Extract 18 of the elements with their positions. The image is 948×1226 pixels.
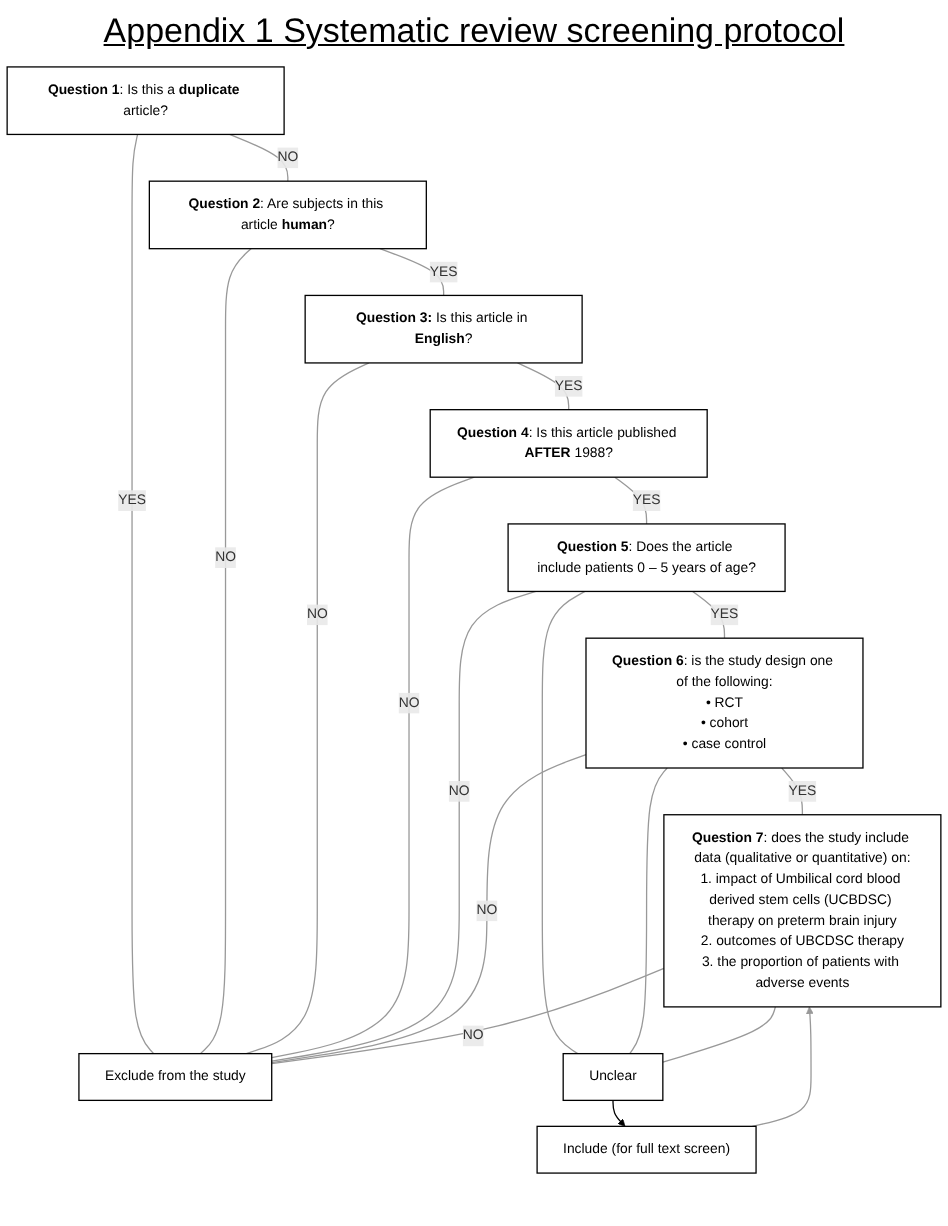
diagram-title: Appendix 1 Systematic review screening protocol [101,12,847,52]
connector [614,476,648,525]
connector [271,476,475,1059]
connector [245,362,370,1055]
connector [271,590,537,1062]
connector [271,967,665,1065]
arrow [612,1099,626,1127]
connector [131,133,155,1055]
connector [629,767,668,1055]
connector [662,1006,776,1063]
connector [379,248,445,297]
arrow [751,1006,814,1127]
connector [541,590,586,1055]
connector [691,590,726,639]
connector [229,133,289,182]
connector [271,753,587,1064]
connector [199,248,252,1055]
connector [516,362,570,411]
